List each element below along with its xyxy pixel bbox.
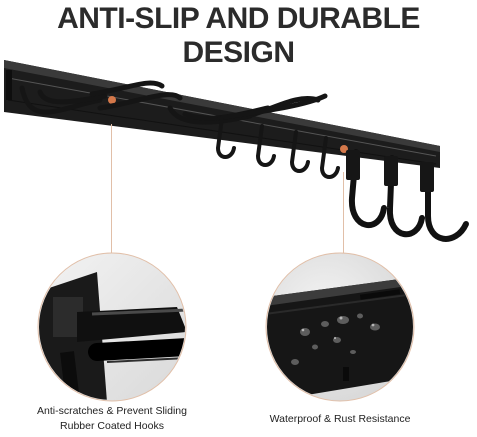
- callout-line-right: [343, 172, 344, 254]
- feature-caption-line: Waterproof & Rust Resistance: [269, 413, 411, 425]
- waterproof-detail-image: [265, 252, 415, 402]
- headline: ANTI-SLIP AND DURABLE DESIGN: [57, 2, 420, 69]
- feature-caption-rubber-hooks: Anti-scratches & Prevent Sliding Rubber …: [12, 404, 212, 434]
- rail-hooks-illustration: [4, 60, 469, 242]
- feature-caption-line: Anti-scratches & Prevent Sliding: [37, 405, 187, 417]
- callout-line-left: [111, 124, 112, 254]
- feature-caption-waterproof: Waterproof & Rust Resistance: [240, 412, 440, 427]
- feature-caption-line: Rubber Coated Hooks: [60, 420, 164, 432]
- rubber-hook-detail-image: [37, 252, 187, 402]
